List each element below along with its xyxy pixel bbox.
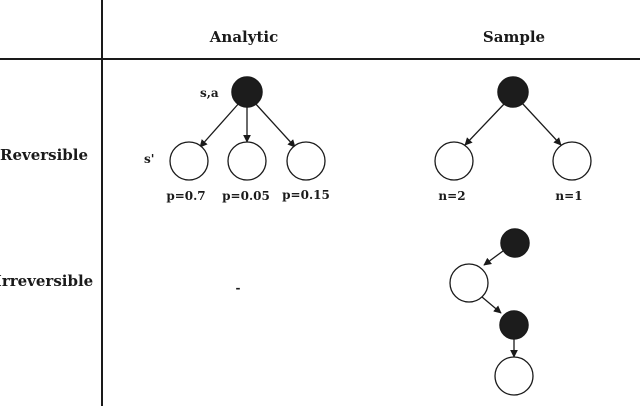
successor-node-3 (286, 141, 326, 181)
state-action-label: s,a (200, 86, 219, 100)
edge-root-to-left (464, 102, 506, 146)
not-applicable-dash: - (236, 281, 241, 295)
edge-middle-to-lower (481, 296, 502, 314)
probability-label-3: p=0.15 (282, 188, 330, 202)
analytic-reversible-tree: s,a s' p=0.7 p=0.05 p=0.15 (144, 76, 330, 203)
sample-reversible-tree: n=2 n=1 (434, 76, 592, 203)
chain-node-top (500, 228, 530, 258)
edge-root-to-child-1 (199, 101, 241, 148)
sampled-root-node (497, 76, 529, 108)
edge-root-to-child-3 (253, 101, 296, 148)
successor-node-1 (169, 141, 209, 181)
edge-top-to-middle (483, 250, 504, 266)
visit-count-right: n=1 (555, 189, 582, 203)
chain-node-bottom (494, 356, 534, 396)
sampled-child-left (434, 141, 474, 181)
sample-irreversible-chain (449, 228, 534, 396)
edge-root-to-right (521, 102, 562, 146)
probability-label-1: p=0.7 (166, 189, 205, 203)
row-header-reversible: Reversible (0, 146, 88, 164)
column-header-sample: Sample (483, 28, 545, 46)
probability-label-2: p=0.05 (222, 189, 270, 203)
sampled-child-right (552, 141, 592, 181)
chain-node-middle (449, 263, 489, 303)
column-header-analytic: Analytic (209, 28, 278, 46)
visit-count-left: n=2 (438, 189, 465, 203)
chain-node-lower (499, 310, 529, 340)
row-header-irreversible: Irreversible (0, 272, 93, 290)
successor-state-label: s' (144, 152, 154, 166)
state-action-node (231, 76, 263, 108)
successor-node-2 (227, 141, 267, 181)
